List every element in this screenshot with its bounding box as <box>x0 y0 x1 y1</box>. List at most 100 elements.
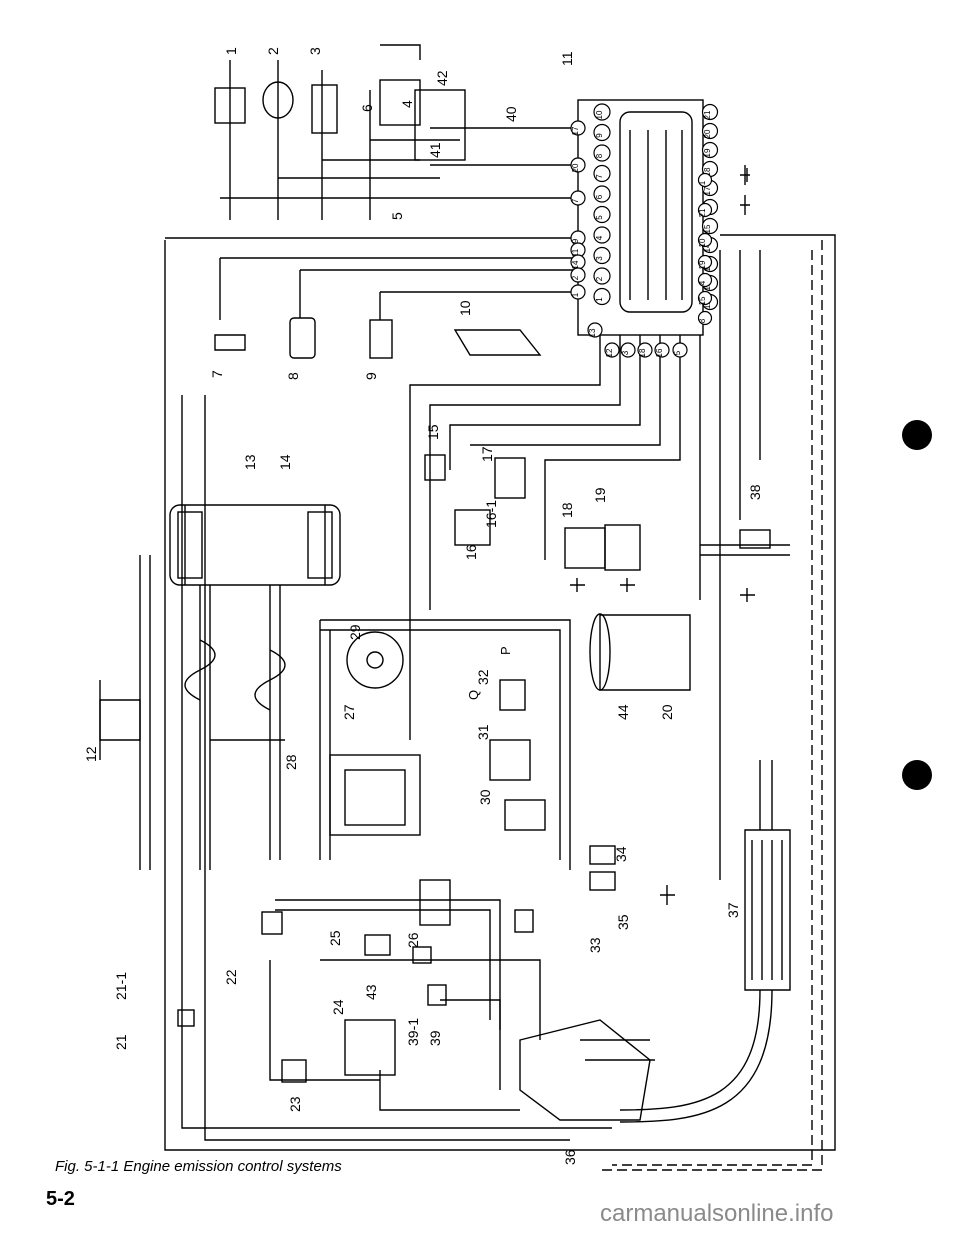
connector-pin-right-label: 6 <box>595 194 604 199</box>
callout-label: 22 <box>223 969 239 985</box>
circuit-terminal-label: 19 <box>698 260 707 269</box>
connector-pin-right-circle <box>593 267 611 285</box>
connector-pin-right-label: 10 <box>595 110 604 119</box>
circuit-terminal-circle <box>587 322 603 338</box>
circuit-terminal-circle <box>697 202 713 218</box>
connector-pin-right-circle <box>593 205 611 224</box>
callout-label: 44 <box>615 704 631 720</box>
callout-label: 29 <box>347 624 363 640</box>
callout-label: 16 <box>463 544 479 560</box>
figure-caption: Fig. 5-1-1 Engine emission control syste… <box>55 1158 342 1175</box>
connector-pin-left-label: 14 <box>703 243 712 252</box>
callout-label: 15 <box>425 424 441 440</box>
connector-pin-right-circle <box>593 287 611 306</box>
connector-pin-left-label: 18 <box>703 167 712 176</box>
callout-label: 43 <box>363 984 379 1000</box>
connector-pin-left-circle <box>701 122 719 140</box>
circuit-terminal-circle <box>570 120 586 136</box>
connector-pin-left-label: 17 <box>703 186 712 195</box>
callout-label: 9 <box>363 372 379 380</box>
circuit-terminal-circle <box>697 172 713 188</box>
callout-label: 13 <box>242 454 258 470</box>
connector-pin-right-circle <box>593 226 611 244</box>
callout-label: 34 <box>613 846 629 862</box>
callout-label: 21 <box>113 1034 129 1050</box>
callout-label: 24 <box>330 999 346 1015</box>
connector-pin-left-circle <box>701 103 719 121</box>
circuit-terminal-label: 12 <box>605 348 614 357</box>
circuit-terminal-circle <box>697 310 713 326</box>
circuit-terminal-circle <box>620 342 636 358</box>
callout-label: 38 <box>747 484 763 500</box>
callout-label: 6 <box>359 104 375 112</box>
callout-label: 27 <box>341 704 357 720</box>
circuit-terminal-label: 15 <box>698 296 707 305</box>
callout-label: 11 <box>559 51 575 66</box>
circuit-terminal-label: 7 <box>571 198 580 203</box>
callout-label: 16-1 <box>483 500 499 528</box>
callout-label: 32 <box>475 669 491 685</box>
callout-label: 7 <box>209 370 225 378</box>
callout-label: 4 <box>399 100 415 108</box>
callout-label: 3 <box>307 47 323 55</box>
connector-pin-right-label: 5 <box>595 215 604 220</box>
callout-label: 2 <box>265 47 281 55</box>
connector-pin-left-label: 11 <box>703 300 712 309</box>
callout-label: 40 <box>503 106 519 122</box>
circuit-terminal-label: 1 <box>571 292 580 297</box>
connector-pin-right-circle <box>593 123 611 142</box>
connector-pin-right-label: 4 <box>595 235 604 240</box>
page-marker-bullet <box>902 420 932 450</box>
circuit-terminal-label: 4 <box>698 280 707 285</box>
page-number: 5-2 <box>46 1188 75 1210</box>
circuit-terminal-label: 5 <box>673 350 682 355</box>
callout-label: 41 <box>427 142 443 158</box>
connector-pin-right-circle <box>593 164 611 183</box>
valve-label-q: Q <box>466 690 481 700</box>
circuit-terminal-circle <box>570 157 586 173</box>
callout-label: 37 <box>725 902 741 918</box>
circuit-terminal-circle <box>570 284 586 300</box>
callout-label: 10 <box>457 300 473 316</box>
callout-label: 36 <box>562 1149 578 1165</box>
callout-label: 12 <box>83 746 99 762</box>
callout-label: 19 <box>592 487 608 503</box>
connector-pin-right-label: 2 <box>595 276 604 281</box>
connector-pin-right-label: 3 <box>595 256 604 261</box>
connector-pin-left-label: 21 <box>703 110 712 119</box>
callout-label: 21-1 <box>113 972 129 1000</box>
callout-label: 35 <box>615 914 631 930</box>
circuit-terminal-label: 18 <box>638 348 647 357</box>
circuit-terminal-circle <box>697 232 713 248</box>
circuit-terminal-label: 8 <box>698 318 707 323</box>
circuit-terminal-circle <box>570 190 586 206</box>
callout-label: 5 <box>389 212 405 220</box>
connector-pin-right-label: 8 <box>595 153 604 158</box>
connector-pin-right-circle <box>593 144 611 162</box>
connector-pin-left-label: 19 <box>703 148 712 157</box>
callout-label: 17 <box>479 446 495 462</box>
circuit-terminal-circle <box>637 342 653 358</box>
page-marker-bullet <box>902 760 932 790</box>
callout-label: 30 <box>477 789 493 805</box>
callout-label: 42 <box>434 70 450 86</box>
callout-label: 23 <box>287 1096 303 1112</box>
callout-label: 33 <box>587 937 603 953</box>
callout-label: 28 <box>283 754 299 770</box>
circuit-terminal-circle <box>654 342 670 358</box>
callout-label: 18 <box>559 502 575 518</box>
callout-label: 26 <box>405 932 421 948</box>
callout-label: 8 <box>285 372 301 380</box>
circuit-terminal-circle <box>672 342 688 358</box>
callout-label: 31 <box>475 724 491 740</box>
connector-pin-left-circle <box>701 141 719 159</box>
callout-label: 25 <box>327 930 343 946</box>
connector-pin-right-circle <box>593 185 611 203</box>
connector-pin-left-label: 15 <box>703 224 712 233</box>
circuit-terminal-label: 10 <box>698 238 707 247</box>
circuit-terminal-label: 21 <box>698 208 707 217</box>
connector-pin-right-circle <box>593 246 611 265</box>
circuit-terminal-circle <box>697 272 713 288</box>
circuit-terminal-label: 17 <box>571 126 580 135</box>
